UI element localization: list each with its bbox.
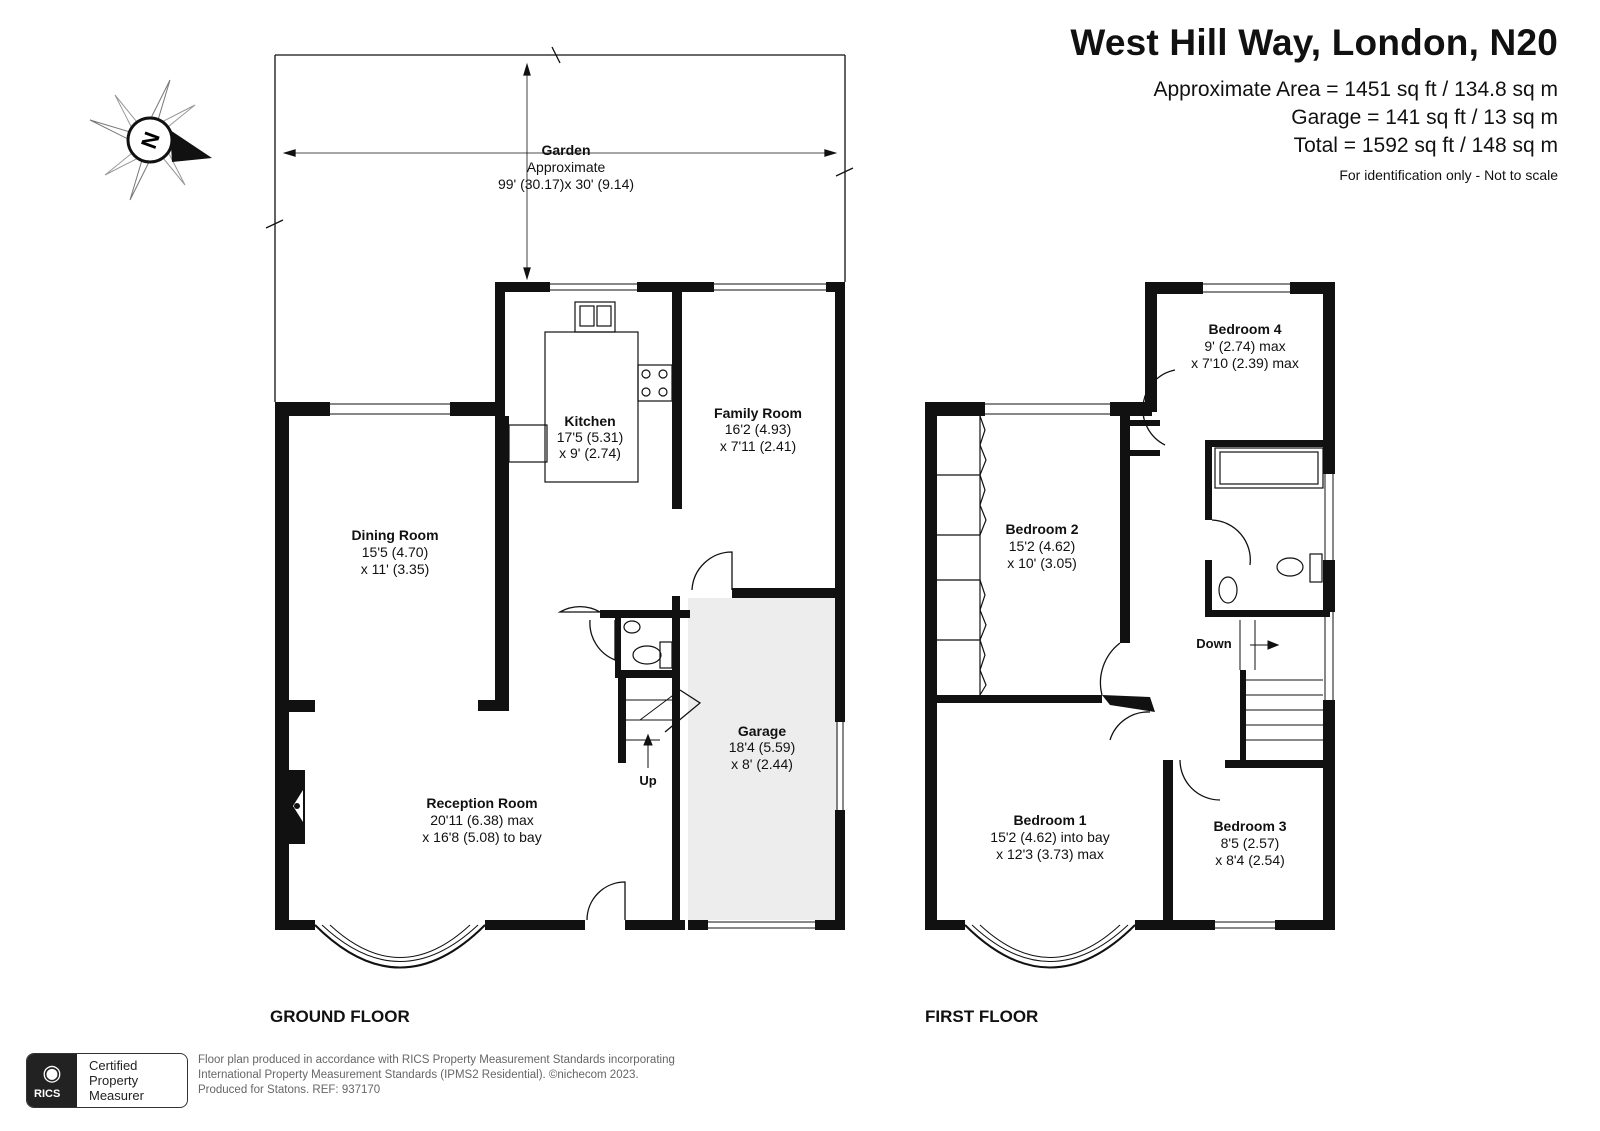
bedroom2-dim2: x 10' (3.05) — [1007, 555, 1077, 571]
ground-floor-walls — [275, 282, 845, 930]
compass-rose-icon: N — [89, 79, 212, 201]
first-floor-plan — [925, 282, 1335, 969]
ground-floor-doors — [557, 551, 733, 921]
rics-certification-text: Certified Property Measurer — [89, 1058, 144, 1103]
rics-line1: Certified — [89, 1058, 138, 1073]
kitchen-dim1: 17'5 (5.31) — [557, 429, 624, 445]
first-floor-walls — [925, 282, 1335, 930]
reception-room-dim1: 20'11 (6.38) max — [430, 812, 534, 828]
family-room-dim1: 16'2 (4.93) — [725, 421, 792, 437]
footer-line1: Floor plan produced in accordance with R… — [198, 1054, 675, 1066]
bedroom1-bay-window — [964, 924, 1136, 969]
stairs-down-label: Down — [1196, 636, 1231, 651]
bedroom1-dim1: 15'2 (4.62) into bay — [990, 829, 1109, 845]
dining-room-dim2: x 11' (3.35) — [361, 561, 430, 577]
reception-room-dim2: x 16'8 (5.08) to bay — [422, 829, 541, 845]
first-floor-stairs — [1239, 620, 1323, 741]
total-area: Total = 1592 sq ft / 148 sq m — [1293, 134, 1558, 157]
bedroom2-name: Bedroom 2 — [1005, 521, 1078, 537]
stairs-up-label: Up — [639, 773, 656, 788]
footer-disclaimer: Floor plan produced in accordance with R… — [198, 1053, 675, 1098]
first-floor-windows — [985, 283, 1334, 929]
dining-room-dim1: 15'5 (4.70) — [362, 544, 429, 560]
bedroom4-dim2: x 7'10 (2.39) max — [1191, 355, 1299, 371]
garden-boundary — [265, 46, 854, 402]
rics-logo: ◉ RICS — [27, 1054, 77, 1107]
bedroom1-dim2: x 12'3 (3.73) max — [996, 846, 1104, 862]
kitchen-name: Kitchen — [564, 413, 615, 429]
fireplace-icon — [293, 790, 303, 822]
reception-room-name: Reception Room — [426, 795, 537, 811]
bathroom-fittings — [1214, 447, 1324, 604]
rics-line3: Measurer — [89, 1088, 144, 1103]
garage-dim1: 18'4 (5.59) — [729, 739, 796, 755]
ground-floor-windows — [330, 283, 844, 929]
bedroom2-dim1: 15'2 (4.62) — [1009, 538, 1076, 554]
family-room-name: Family Room — [714, 405, 802, 421]
garden-name: Garden — [541, 142, 590, 158]
garage-dim2: x 8' (2.44) — [731, 756, 793, 772]
rics-lion-icon: ◉ — [42, 1060, 62, 1085]
ground-floor-stairs — [626, 689, 681, 768]
garage-name: Garage — [738, 723, 786, 739]
garden-line2: 99' (30.17)x 30' (9.14) — [498, 176, 634, 192]
family-room-dim2: x 7'11 (2.41) — [720, 438, 796, 454]
approximate-area: Approximate Area = 1451 sq ft / 134.8 sq… — [1153, 78, 1559, 101]
rics-line2: Property — [89, 1073, 139, 1088]
wc-fittings — [623, 620, 673, 669]
footer-line2: International Property Measurement Stand… — [198, 1069, 639, 1081]
bedroom3-name: Bedroom 3 — [1213, 818, 1286, 834]
dining-room-name: Dining Room — [351, 527, 438, 543]
ground-floor-plan — [265, 46, 854, 969]
kitchen-fittings — [508, 301, 673, 483]
garage-floor-fill — [688, 598, 838, 920]
bedroom3-dim2: x 8'4 (2.54) — [1215, 852, 1285, 868]
rics-certified-badge: ◉ RICS Certified Property Measurer — [26, 1053, 188, 1108]
property-title: West Hill Way, London, N20 — [1070, 22, 1558, 63]
garden-line1: Approximate — [527, 159, 606, 175]
bedroom2-wardrobes — [937, 415, 987, 696]
bedroom3-dim1: 8'5 (2.57) — [1221, 835, 1280, 851]
bedroom1-name: Bedroom 1 — [1013, 812, 1086, 828]
bedroom4-name: Bedroom 4 — [1208, 321, 1281, 337]
identification-note: For identification only - Not to scale — [1339, 167, 1558, 183]
first-floor-doors — [1099, 369, 1251, 801]
first-floor-label: FIRST FLOOR — [925, 1007, 1039, 1026]
rics-logo-text: RICS — [34, 1088, 61, 1100]
garage-area: Garage = 141 sq ft / 13 sq m — [1291, 106, 1558, 129]
ground-floor-label: GROUND FLOOR — [270, 1007, 410, 1026]
footer-line3: Produced for Statons. REF: 937170 — [198, 1084, 381, 1096]
kitchen-dim2: x 9' (2.74) — [559, 445, 621, 461]
reception-bay-window — [314, 924, 486, 969]
bedroom4-dim1: 9' (2.74) max — [1204, 338, 1285, 354]
